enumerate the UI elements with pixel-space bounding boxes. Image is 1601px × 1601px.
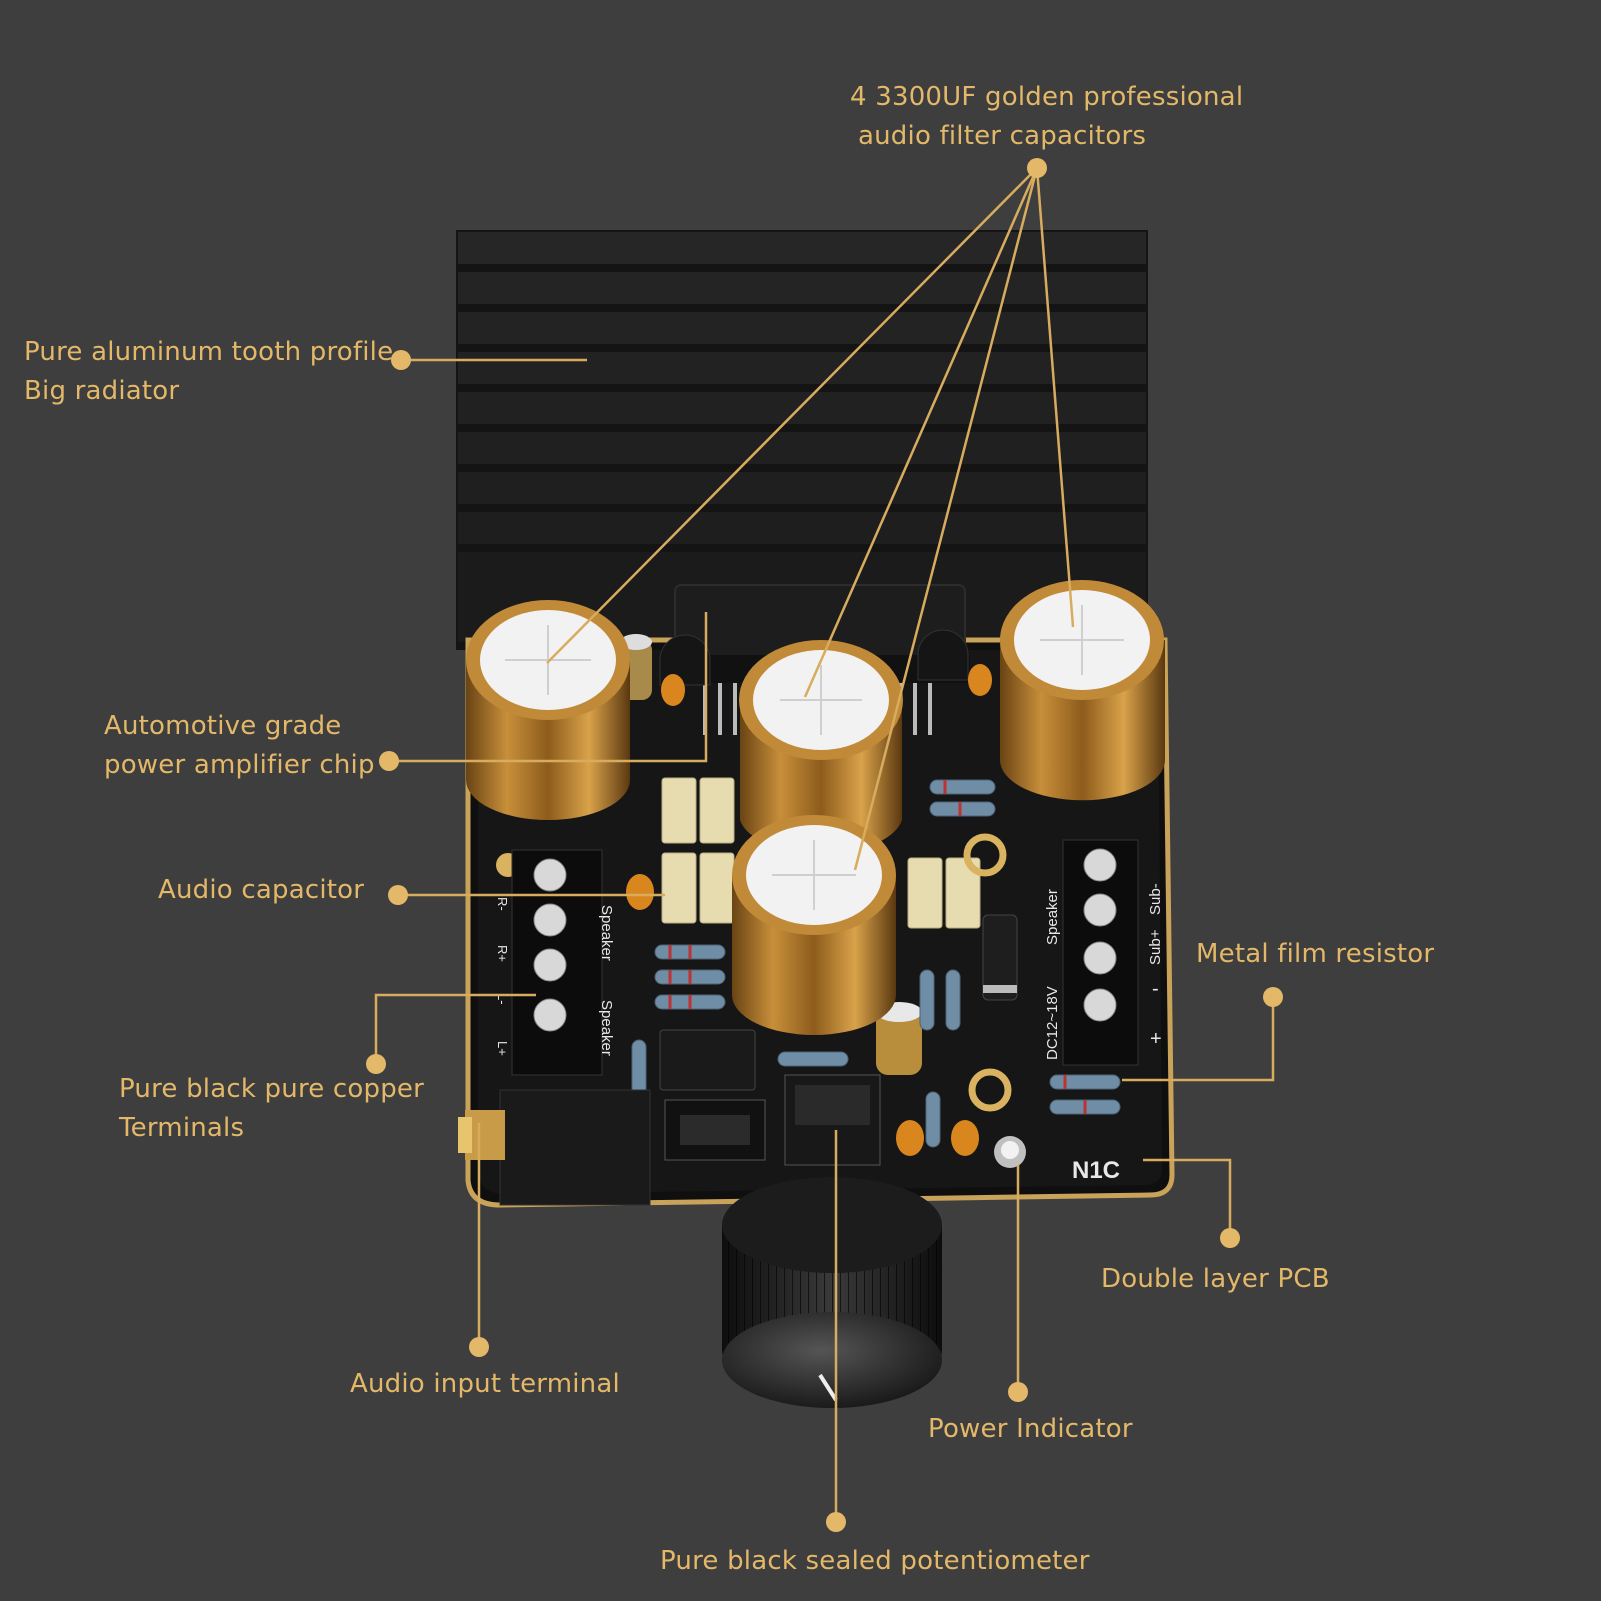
ceramic-capacitor <box>951 1120 979 1156</box>
power-indicator-callout: Power Indicator <box>928 1410 1133 1449</box>
input-terminal-callout: Audio input terminal <box>350 1365 620 1404</box>
ceramic-capacitor <box>968 664 992 696</box>
transistor <box>917 629 969 681</box>
pcb-speaker-label-left-2: Speaker <box>598 1000 615 1056</box>
chip-callout-line2: power amplifier chip <box>104 750 375 780</box>
film-capacitor-group <box>661 777 981 929</box>
callout-dots <box>366 158 1283 1532</box>
audio-capacitor-callout: Audio capacitor <box>158 871 364 910</box>
diode <box>982 914 1018 1001</box>
transistor <box>659 634 711 686</box>
pcb-power-label: DC12~18V <box>1044 986 1061 1060</box>
pcb-speaker-label-right: Speaker <box>1044 889 1061 945</box>
terminals-callout-line1: Pure black pure copper <box>119 1074 425 1104</box>
ceramic-capacitor <box>626 874 654 910</box>
power-indicator-led <box>994 1136 1026 1168</box>
capacitors-callout-line1: 4 3300UF golden professional <box>850 82 1244 112</box>
heatsink-fins <box>458 232 1146 642</box>
ceramic-capacitor <box>661 674 685 706</box>
pcb-sub-minus-label: Sub- <box>1147 883 1164 915</box>
volume-knob <box>722 1177 942 1408</box>
potentiometer-callout: Pure black sealed potentiometer <box>660 1542 1090 1581</box>
resistor-group <box>631 779 1121 1148</box>
filter-capacitor <box>1000 580 1165 801</box>
pcb-model-label: N1C <box>1072 1157 1120 1184</box>
ceramic-capacitor <box>896 1120 924 1156</box>
mounting-hole <box>968 1068 1012 1112</box>
potentiometer-callout-text: Pure black sealed potentiometer <box>660 1546 1090 1576</box>
resistor-callout-text: Metal film resistor <box>1196 939 1435 969</box>
audio-capacitor-callout-text: Audio capacitor <box>158 875 365 905</box>
resistor-callout: Metal film resistor <box>1196 935 1434 974</box>
capacitors-callout-line2: audio filter capacitors <box>858 121 1147 151</box>
filter-capacitor <box>466 600 630 820</box>
filter-capacitor <box>739 640 903 854</box>
radiator-callout: Pure aluminum tooth profile Big radiator <box>24 333 393 411</box>
op-amp-chip <box>659 1029 756 1091</box>
capacitors-callout: 4 3300UF golden professional audio filte… <box>850 78 1243 156</box>
pcb-l-minus-label: L- <box>495 993 510 1005</box>
potentiometer-body <box>784 1074 881 1166</box>
chip-callout-line1: Automotive grade <box>104 711 342 741</box>
pin-header <box>664 1099 766 1161</box>
pcb-callout: Double layer PCB <box>1101 1260 1330 1299</box>
audio-input-jack <box>458 1089 651 1206</box>
pcb-r-minus-label: R- <box>495 897 510 911</box>
terminals-callout: Pure black pure copper Terminals <box>119 1070 424 1148</box>
pcb-sub-plus-label: Sub+ <box>1147 929 1164 965</box>
radiator-callout-line1: Pure aluminum tooth profile <box>24 337 394 367</box>
speaker-terminal-left <box>511 849 603 1076</box>
mounting-hole <box>963 833 1007 877</box>
speaker-terminal-right <box>1062 839 1139 1066</box>
terminals-callout-line2: Terminals <box>119 1113 245 1143</box>
chip-callout: Automotive grade power amplifier chip <box>104 707 375 785</box>
pcb-speaker-label-left: Speaker <box>598 905 615 961</box>
pcb-r-plus-label: R+ <box>495 945 510 962</box>
pcb-l-plus-label: L+ <box>495 1041 510 1056</box>
callout-lines <box>374 167 1275 1522</box>
radiator-callout-line2: Big radiator <box>24 376 180 406</box>
power-indicator-callout-text: Power Indicator <box>928 1414 1133 1444</box>
pcb-minus-label: - <box>1152 978 1159 1000</box>
input-terminal-callout-text: Audio input terminal <box>350 1369 620 1399</box>
pcb-plus-label: + <box>1150 1028 1162 1050</box>
pcb-callout-text: Double layer PCB <box>1101 1264 1330 1294</box>
filter-capacitor <box>732 815 896 1035</box>
